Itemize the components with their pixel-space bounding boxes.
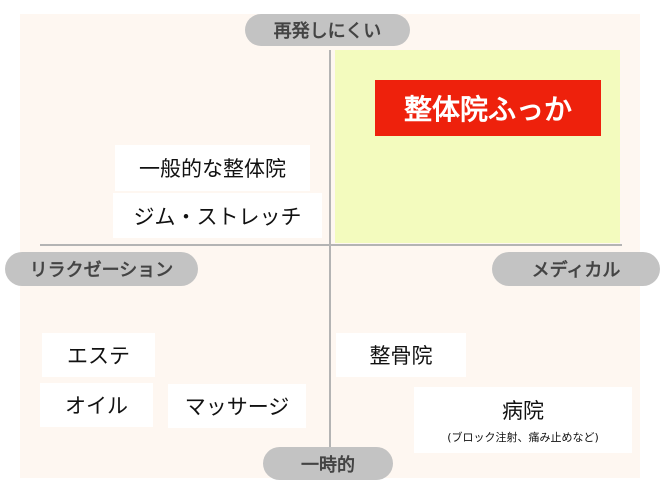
axis-label-top: 再発しにくい: [245, 14, 410, 46]
axis-label-bottom: 一時的: [263, 447, 393, 480]
item-massage: マッサージ: [168, 384, 306, 428]
item-general-seitai: 一般的な整体院: [115, 145, 310, 191]
hospital-note: (ブロック注射、痛み止めなど): [447, 431, 599, 444]
horizontal-axis: [40, 244, 622, 246]
vertical-axis: [329, 50, 331, 455]
item-este: エステ: [42, 333, 155, 377]
item-hospital: 病院 (ブロック注射、痛み止めなど): [414, 387, 632, 453]
hospital-label: 病院: [502, 399, 544, 423]
item-oil: オイル: [40, 383, 153, 427]
item-sekkotsu: 整骨院: [336, 333, 466, 377]
item-gym: ジム・ストレッチ: [113, 193, 322, 238]
axis-label-right: メディカル: [492, 252, 660, 286]
target-quadrant: [335, 50, 620, 243]
highlight-label: 整体院ふっか: [375, 80, 601, 136]
axis-label-left: リラクゼーション: [5, 252, 198, 286]
